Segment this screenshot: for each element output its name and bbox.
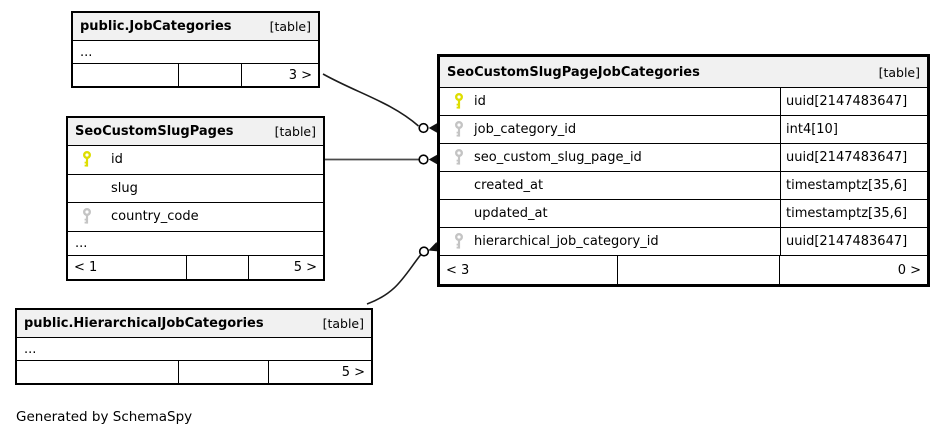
edge-hierarchicaljobcategories: [366, 254, 422, 305]
column-type: int4[10]: [780, 116, 927, 143]
table-node-hierarchicaljobcategories[interactable]: public.HierarchicalJobCategories [table]…: [15, 308, 373, 385]
column-name: created_at: [474, 178, 544, 193]
footer-child-count: 5 >: [293, 259, 317, 275]
column-name: seo_custom_slug_page_id: [474, 150, 642, 165]
column-name: hierarchical_job_category_id: [474, 234, 659, 249]
table-title: SeoCustomSlugPageJobCategories: [447, 64, 700, 80]
column-name: country_code: [111, 209, 199, 225]
table-title: public.JobCategories: [80, 19, 232, 34]
column-type: uuid[2147483647]: [780, 88, 927, 115]
table-header: public.JobCategories [table]: [73, 13, 318, 41]
column-name-cell: hierarchical_job_category_id: [453, 228, 780, 255]
table-header: public.HierarchicalJobCategories [table]: [17, 310, 371, 338]
foreign-key-icon: [453, 233, 465, 250]
column-row: created_at timestamptz[35,6]: [440, 172, 927, 200]
primary-key-icon: [453, 93, 465, 110]
columns-ellipsis-row: ...: [68, 232, 323, 256]
footer-child-count: 5 >: [341, 364, 365, 380]
column-name: slug: [111, 180, 138, 196]
footer-middle-cell: [179, 361, 269, 383]
column-row: hierarchical_job_category_id uuid[214748…: [440, 228, 927, 256]
column-row: job_category_id int4[10]: [440, 116, 927, 144]
footer-parent-count: < 1: [68, 255, 187, 279]
foreign-key-icon: [453, 121, 465, 138]
footer-middle-cell: [179, 64, 242, 86]
footer-middle-cell: [618, 256, 780, 284]
table-title: public.HierarchicalJobCategories: [24, 316, 264, 331]
column-type: uuid[2147483647]: [780, 144, 927, 171]
column-row: slug: [68, 175, 323, 203]
column-type: uuid[2147483647]: [780, 228, 927, 255]
no-key-spacer: [81, 180, 93, 197]
table-footer: < 1 5 >: [68, 255, 323, 279]
footer-parent-count: [73, 64, 179, 86]
table-footer: < 3 0 >: [440, 256, 927, 284]
table-node-seocustomslugpages[interactable]: SeoCustomSlugPages [table] id slug: [66, 116, 325, 281]
column-type: timestamptz[35,6]: [780, 172, 927, 199]
column-name: job_category_id: [474, 122, 577, 137]
table-footer: 3 >: [73, 64, 318, 86]
column-name: updated_at: [474, 206, 548, 221]
column-name-cell: updated_at: [453, 200, 780, 227]
table-header: SeoCustomSlugPages [table]: [68, 118, 323, 146]
table-node-jobcategories[interactable]: public.JobCategories [table] ... 3 >: [71, 11, 320, 88]
column-name-cell: job_category_id: [453, 116, 780, 143]
footer-parent-count: [17, 361, 179, 383]
column-name-cell: seo_custom_slug_page_id: [453, 144, 780, 171]
edge-jobcategories: [322, 73, 420, 127]
footer-child-count: 0 >: [897, 262, 921, 278]
column-name: id: [474, 94, 486, 109]
foreign-key-icon: [453, 149, 465, 166]
foreign-key-icon: [81, 208, 93, 225]
no-key-spacer: [453, 205, 465, 222]
edge-circle-terminator: [418, 154, 429, 165]
no-key-spacer: [453, 177, 465, 194]
column-row: seo_custom_slug_page_id uuid[2147483647]: [440, 144, 927, 172]
column-row: country_code: [68, 203, 323, 232]
footer-parent-count: < 3: [440, 256, 618, 284]
column-row: id uuid[2147483647]: [440, 88, 927, 116]
generated-by-credit: Generated by SchemaSpy: [16, 409, 193, 425]
columns-ellipsis-row: ...: [17, 338, 371, 361]
columns-ellipsis-row: ...: [73, 41, 318, 64]
column-row: id: [68, 146, 323, 175]
column-name-cell: created_at: [453, 172, 780, 199]
column-name-cell: id: [453, 88, 780, 115]
edge-circle-terminator: [418, 122, 429, 134]
table-type-badge: [table]: [322, 316, 364, 331]
footer-child-count: 3 >: [288, 67, 312, 83]
table-header: SeoCustomSlugPageJobCategories [table]: [440, 57, 927, 88]
primary-key-icon: [81, 151, 93, 168]
table-type-badge: [table]: [878, 64, 920, 80]
column-row: updated_at timestamptz[35,6]: [440, 200, 927, 228]
table-type-badge: [table]: [269, 19, 311, 34]
table-node-seocustomslugpagejobcategories[interactable]: SeoCustomSlugPageJobCategories [table] i…: [437, 54, 930, 287]
footer-middle-cell: [187, 255, 249, 279]
table-type-badge: [table]: [274, 124, 316, 139]
table-footer: 5 >: [17, 361, 371, 383]
table-title: SeoCustomSlugPages: [75, 124, 234, 139]
column-name: id: [111, 152, 123, 168]
edge-circle-terminator: [418, 246, 430, 257]
column-type: timestamptz[35,6]: [780, 200, 927, 227]
